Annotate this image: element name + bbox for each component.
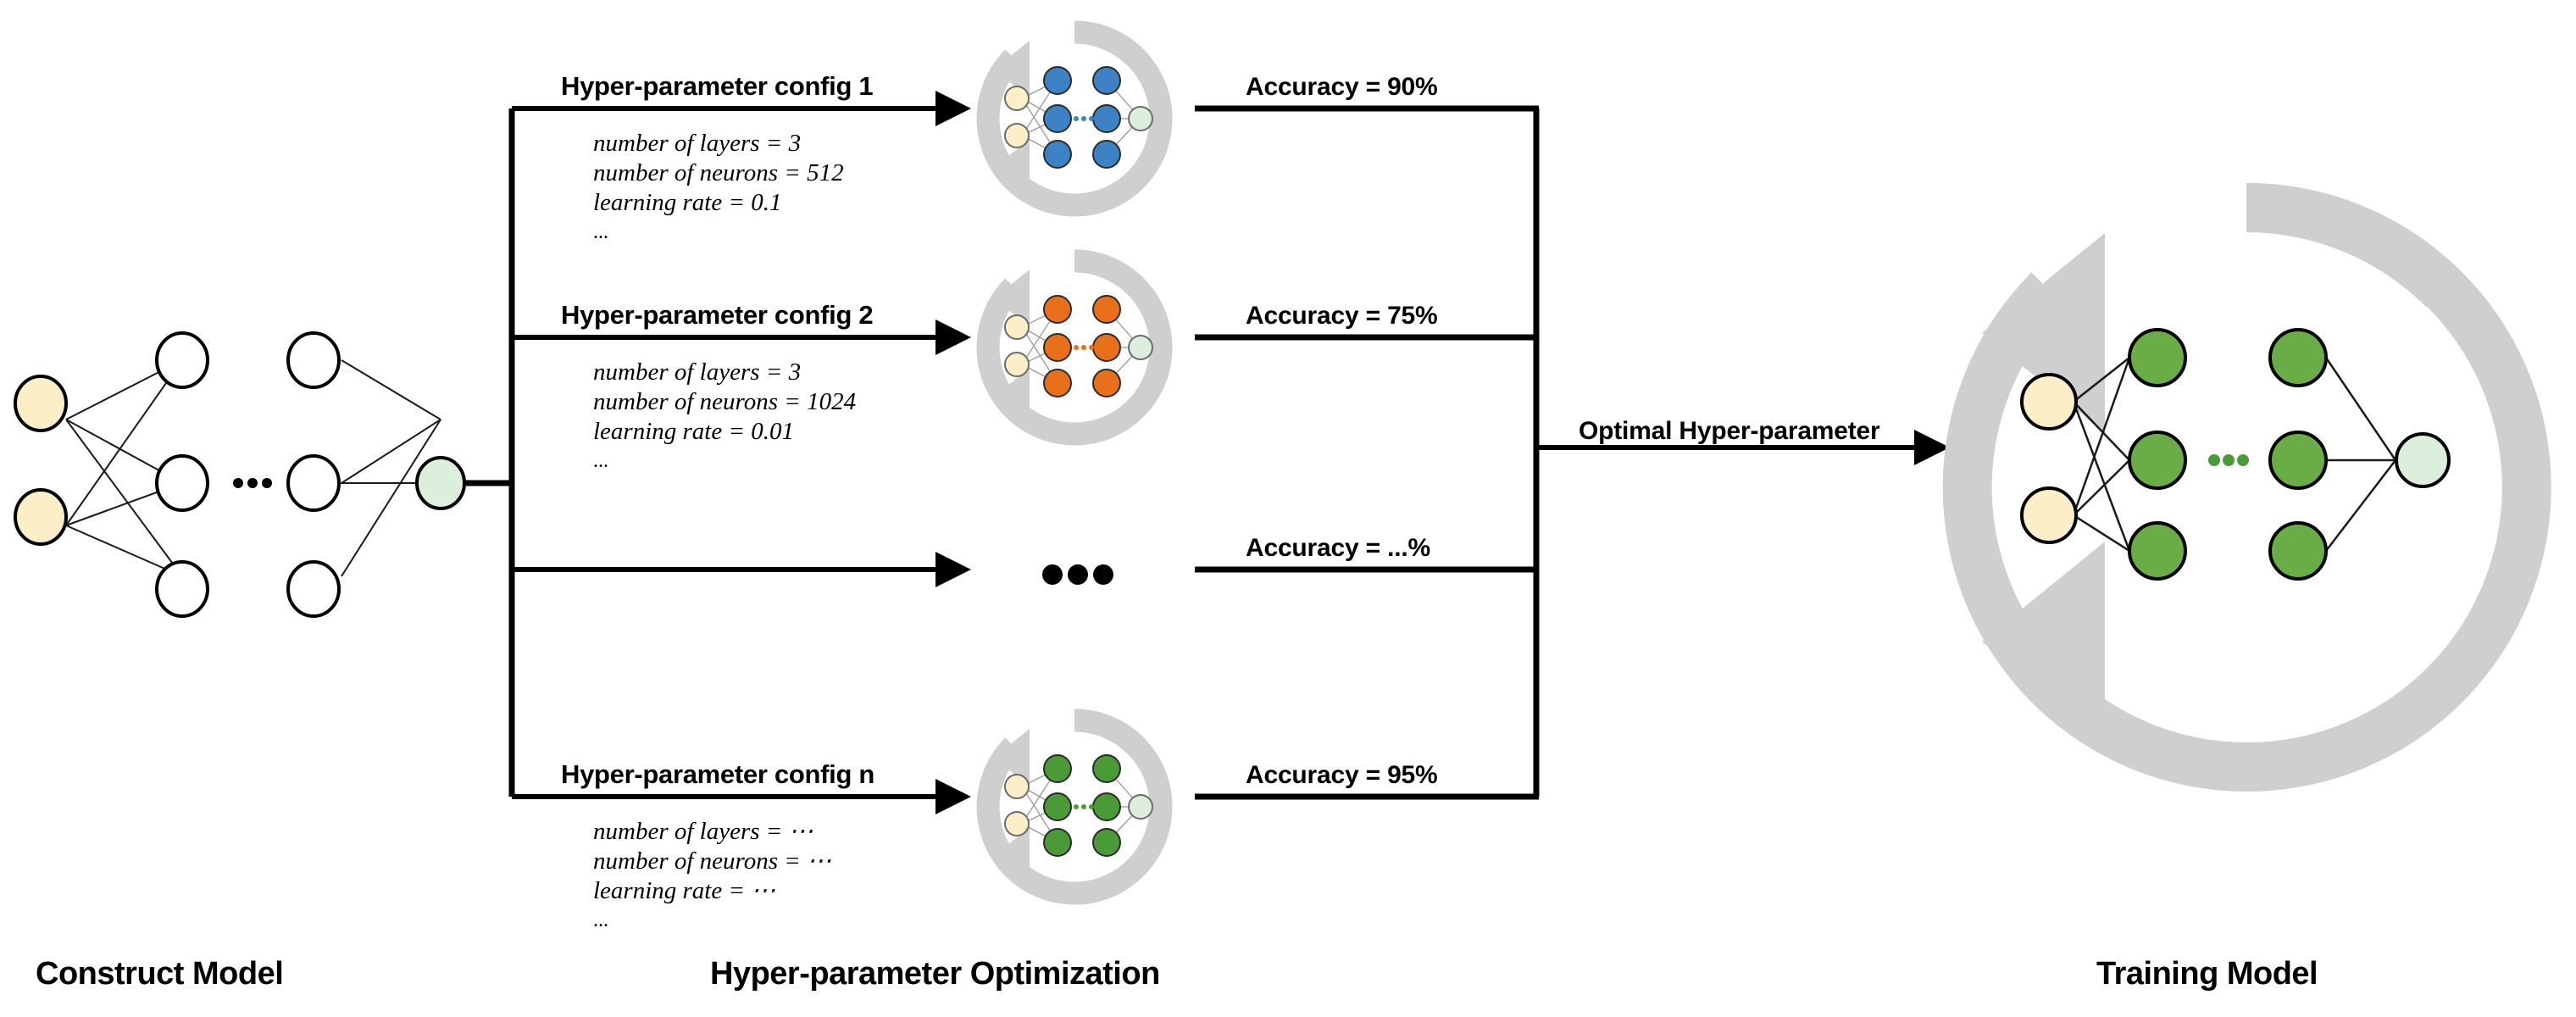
config-2-accuracy: Accuracy = 75% (1246, 302, 1438, 330)
config-n-accuracy: Accuracy = 95% (1246, 761, 1438, 789)
config-2-param-more: ... (593, 450, 608, 472)
caption-construct-model: Construct Model (36, 956, 284, 992)
config-2-param-layers: number of layers = 3 (593, 358, 802, 386)
training-model-network (2020, 328, 2451, 581)
construct-model-network (14, 331, 466, 618)
config-1-accuracy: Accuracy = 90% (1246, 73, 1438, 101)
config-1-param-lr: learning rate = 0.1 (593, 189, 782, 216)
config-2-training-ring (976, 249, 1173, 446)
accuracy-bus (1195, 105, 1540, 800)
optimal-hyperparameter-label: Optimal Hyper-parameter (1579, 417, 1880, 445)
training-model-ring (1942, 183, 2551, 792)
caption-hyperparameter-optimization: Hyper-parameter Optimization (710, 956, 1160, 992)
caption-training-model: Training Model (2096, 956, 2318, 992)
config-n-param-lr: learning rate = ⋯ (593, 877, 776, 904)
config-1-param-neurons: number of neurons = 512 (593, 159, 844, 186)
config-2-param-neurons: number of neurons = 1024 (593, 388, 857, 415)
config-1-param-layers: number of layers = 3 (593, 130, 802, 157)
branch-arrows (512, 91, 971, 814)
config-1-title: Hyper-parameter config 1 (561, 71, 874, 101)
config-ellipsis-accuracy: Accuracy = ...% (1246, 534, 1430, 562)
config-n-param-layers: number of layers = ⋯ (593, 818, 813, 845)
config-n-params: number of layers = ⋯ number of neurons =… (593, 817, 831, 936)
config-n-title: Hyper-parameter config n (561, 759, 875, 789)
config-1-params: number of layers = 3 number of neurons =… (593, 129, 844, 247)
config-ellipsis-placeholder (1042, 564, 1113, 585)
branch-bus (464, 108, 515, 797)
config-2-param-lr: learning rate = 0.01 (593, 418, 795, 445)
config-2-params: number of layers = 3 number of neurons =… (593, 358, 856, 476)
config-2-title: Hyper-parameter config 2 (561, 300, 874, 330)
config-n-training-ring (976, 709, 1173, 905)
config-n-param-neurons: number of neurons = ⋯ (593, 848, 832, 875)
config-n-param-more: ... (593, 909, 608, 931)
config-1-param-more: ... (593, 221, 608, 243)
config-1-training-ring (976, 20, 1173, 217)
